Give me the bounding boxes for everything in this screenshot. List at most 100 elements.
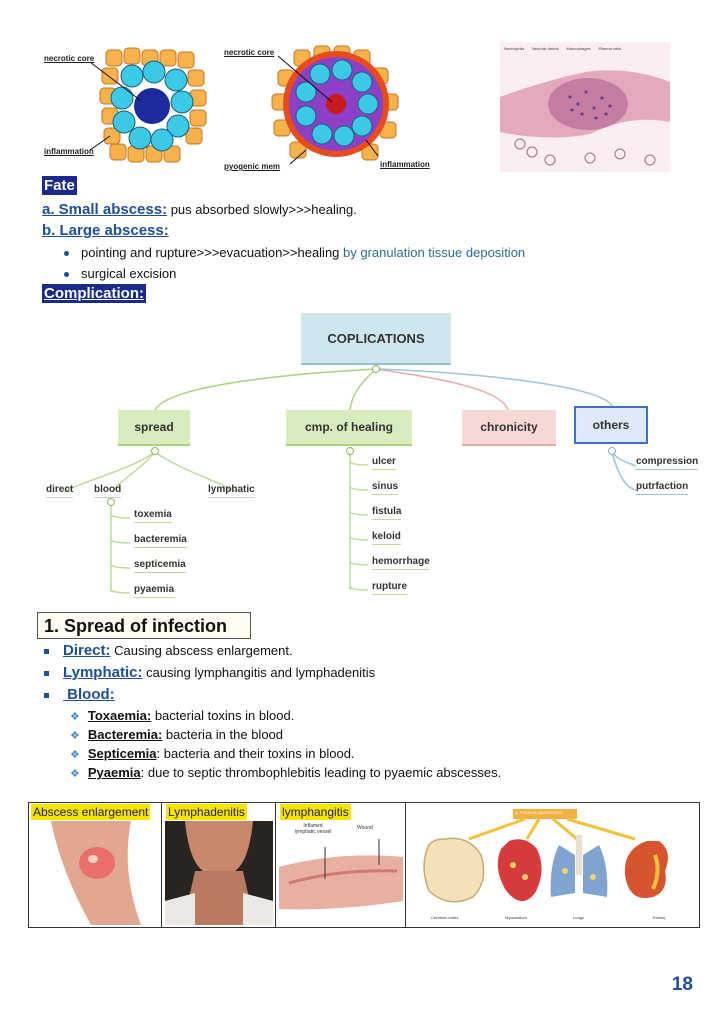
abscess-diagram-2: necrotic core pyogenic mem inflammation [220, 44, 450, 174]
leaf-compression: compression [636, 456, 699, 470]
mind-map-connectors [63, 368, 637, 594]
small-abscess-line: a. Small abscess: pus absorbed slowly>>>… [42, 201, 357, 218]
pyogenic-membrane-label: pyogenic mem [224, 162, 281, 171]
node-toggle[interactable] [107, 498, 115, 506]
complication-heading: Complication: [42, 284, 146, 303]
leaf-blood: blood [94, 484, 122, 498]
leaf-ulcer: ulcer [372, 456, 396, 470]
spread-item: Direct: Causing abscess enlargement. [44, 642, 293, 659]
lymphangitis-photo-svg [279, 821, 403, 925]
large-abscess-label: b. Large abscess: [42, 222, 169, 239]
bullet-text: surgical excision [81, 266, 177, 281]
histo-label: Necrotic debris [532, 46, 559, 51]
fate-bullet: pointing and rupture>>>evacuation>>heali… [64, 245, 525, 260]
node-toggle[interactable] [608, 447, 616, 455]
square-bullet [44, 671, 49, 677]
histology-svg [500, 42, 670, 172]
blood-item-label: Bacteremia: [87, 727, 163, 742]
diamond-bullet-icon: ❖ [70, 768, 80, 780]
square-bullet [44, 649, 49, 655]
organ-label: Kidney [653, 915, 666, 920]
bullet-dot [64, 251, 69, 257]
spread-item-text: causing lymphangitis and lymphadenitis [142, 665, 376, 680]
spread-item-label: Direct: [63, 642, 111, 659]
lymphadenitis-photo [165, 821, 273, 925]
node-spread: spread [118, 410, 190, 446]
blood-item-label: Septicemia [87, 746, 157, 761]
node-toggle[interactable] [346, 447, 354, 455]
large-abscess-line: b. Large abscess: [42, 222, 169, 240]
blood-item-text: : due to septic thrombophlebitis leading… [140, 765, 502, 780]
spread-section-title: 1. Spread of infection [37, 612, 251, 639]
page-number: 18 [671, 974, 693, 995]
histo-label: Neutrophils [504, 46, 525, 51]
necrotic-core-label: necrotic core [44, 54, 95, 63]
leaf-pyaemia: pyaemia [134, 584, 175, 598]
organ-label: Lungs [573, 915, 584, 920]
bullet-text: pointing and rupture>>>evacuation>>heali… [81, 245, 344, 260]
fate-bullet: surgical excision [64, 266, 176, 281]
blood-item: ❖ Septicemia: bacteria and their toxins i… [70, 746, 355, 761]
spread-item: Lymphatic: causing lymphangitis and lymp… [44, 664, 375, 681]
blood-item: ❖ Pyaemia: due to septic thrombophlebitis… [70, 765, 501, 780]
caption-lymphadenitis: Lymphadenitis [166, 804, 247, 820]
bullet-dot [64, 272, 69, 278]
spread-item-label: Lymphatic: [63, 664, 143, 681]
diamond-bullet-icon: ❖ [70, 711, 80, 723]
node-toggle[interactable] [151, 447, 159, 455]
blood-item-text: : bacteria and their toxins in blood. [156, 746, 355, 761]
caption-abscess: Abscess enlargement [31, 804, 151, 820]
leaf-septicemia: septicemia [134, 559, 186, 573]
inflammation-label: inflammation [44, 147, 94, 156]
inflammation-label-2: inflammation [380, 160, 430, 169]
leaf-lymphatic: lymphatic [208, 484, 255, 498]
pyaemic-svg [423, 809, 668, 903]
leaf-hemorrhage: hemorrhage [372, 556, 430, 570]
histo-label: Plasma cells [598, 46, 621, 51]
blood-item: ❖ Bacteremia: bacteria in the blood [70, 727, 283, 742]
blood-item: ❖ Toxaemia: bacterial toxins in blood. [70, 708, 294, 723]
square-bullet [44, 693, 49, 699]
spread-item-text: Causing abscess enlargement. [110, 643, 293, 658]
abscess-diagram-2-svg [271, 45, 399, 165]
leaf-keloid: keloid [372, 531, 401, 545]
divider [161, 803, 162, 927]
blood-item-label: Toxaemia: [87, 708, 152, 723]
wound-label: Wound [357, 825, 373, 831]
node-toggle[interactable] [372, 365, 380, 373]
abscess-photo [31, 821, 159, 925]
fate-heading: Fate [42, 176, 77, 195]
leaf-rupture: rupture [372, 581, 407, 595]
diamond-bullet-icon: ❖ [70, 749, 80, 761]
leaf-direct: direct [46, 484, 74, 498]
histology-image: Neutrophils Necrotic debris Macrophages … [500, 42, 670, 172]
lymphangitis-photo [279, 821, 403, 925]
spread-item-label: Blood: [63, 686, 115, 703]
necrotic-core-label-2: necrotic core [224, 48, 275, 57]
histo-label: Macrophages [566, 46, 591, 51]
lymphadenitis-photo-svg [165, 821, 273, 925]
blood-item-text: bacterial toxins in blood. [151, 708, 295, 723]
abscess-diagram-1-svg [89, 47, 207, 163]
leaf-putrfaction: putrfaction [636, 481, 689, 495]
organ-label: Cerebral cortex [431, 915, 459, 920]
small-abscess-label: a. Small abscess: [42, 201, 168, 218]
leaf-sinus: sinus [372, 481, 399, 495]
blood-item-label: Pyaemia [87, 765, 141, 780]
caption-lymphangitis: lymphangitis [280, 804, 351, 820]
histology-labels: Neutrophils Necrotic debris Macrophages … [504, 46, 621, 51]
node-chronicity: chronicity [462, 410, 556, 446]
divider [275, 803, 276, 927]
leaf-fistula: fistula [372, 506, 402, 520]
photo-strip: Abscess enlargement Lymphadenitis lympha… [28, 802, 700, 928]
diamond-bullet-icon: ❖ [70, 730, 80, 742]
node-others: others [574, 406, 648, 444]
node-healing: cmp. of healing [286, 410, 412, 446]
blood-item-text: bacteria in the blood [162, 727, 284, 742]
organ-label: Myocardium [505, 915, 527, 920]
divider [405, 803, 406, 927]
small-abscess-text: pus absorbed slowly>>>healing. [167, 202, 357, 217]
bullet-highlight: by granulation tissue deposition [343, 245, 526, 260]
abscess-photo-svg [31, 821, 159, 925]
inflamed-vessel-label: Inflamed lymphatic vessel [294, 823, 332, 835]
